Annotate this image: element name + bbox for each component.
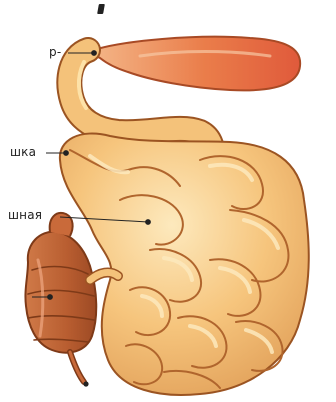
label-lower: шная <box>8 209 42 221</box>
small-intestine-mass <box>60 133 309 394</box>
label-top: р- <box>49 46 61 58</box>
stomach-shape <box>88 37 300 91</box>
label-middle: шка <box>10 146 36 158</box>
